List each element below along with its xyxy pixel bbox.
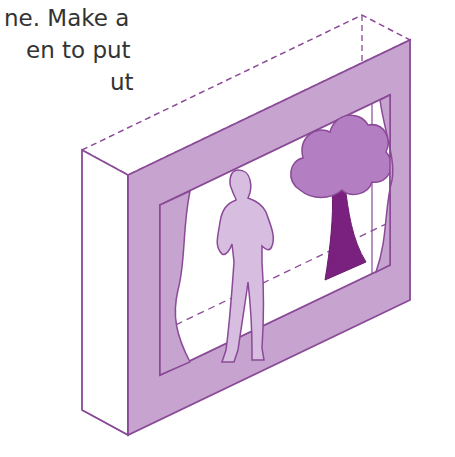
box-edge <box>82 410 128 435</box>
person-figure <box>217 170 273 362</box>
box-side <box>82 150 128 435</box>
tree-foliage <box>291 115 392 197</box>
instruction-text: ut <box>110 66 134 98</box>
tree-trunk <box>325 185 366 280</box>
instruction-text: en to put <box>26 34 131 66</box>
curtain <box>160 191 190 375</box>
instruction-text: ne. Make a <box>4 2 129 34</box>
box-front <box>128 40 410 435</box>
curtain <box>376 95 393 272</box>
